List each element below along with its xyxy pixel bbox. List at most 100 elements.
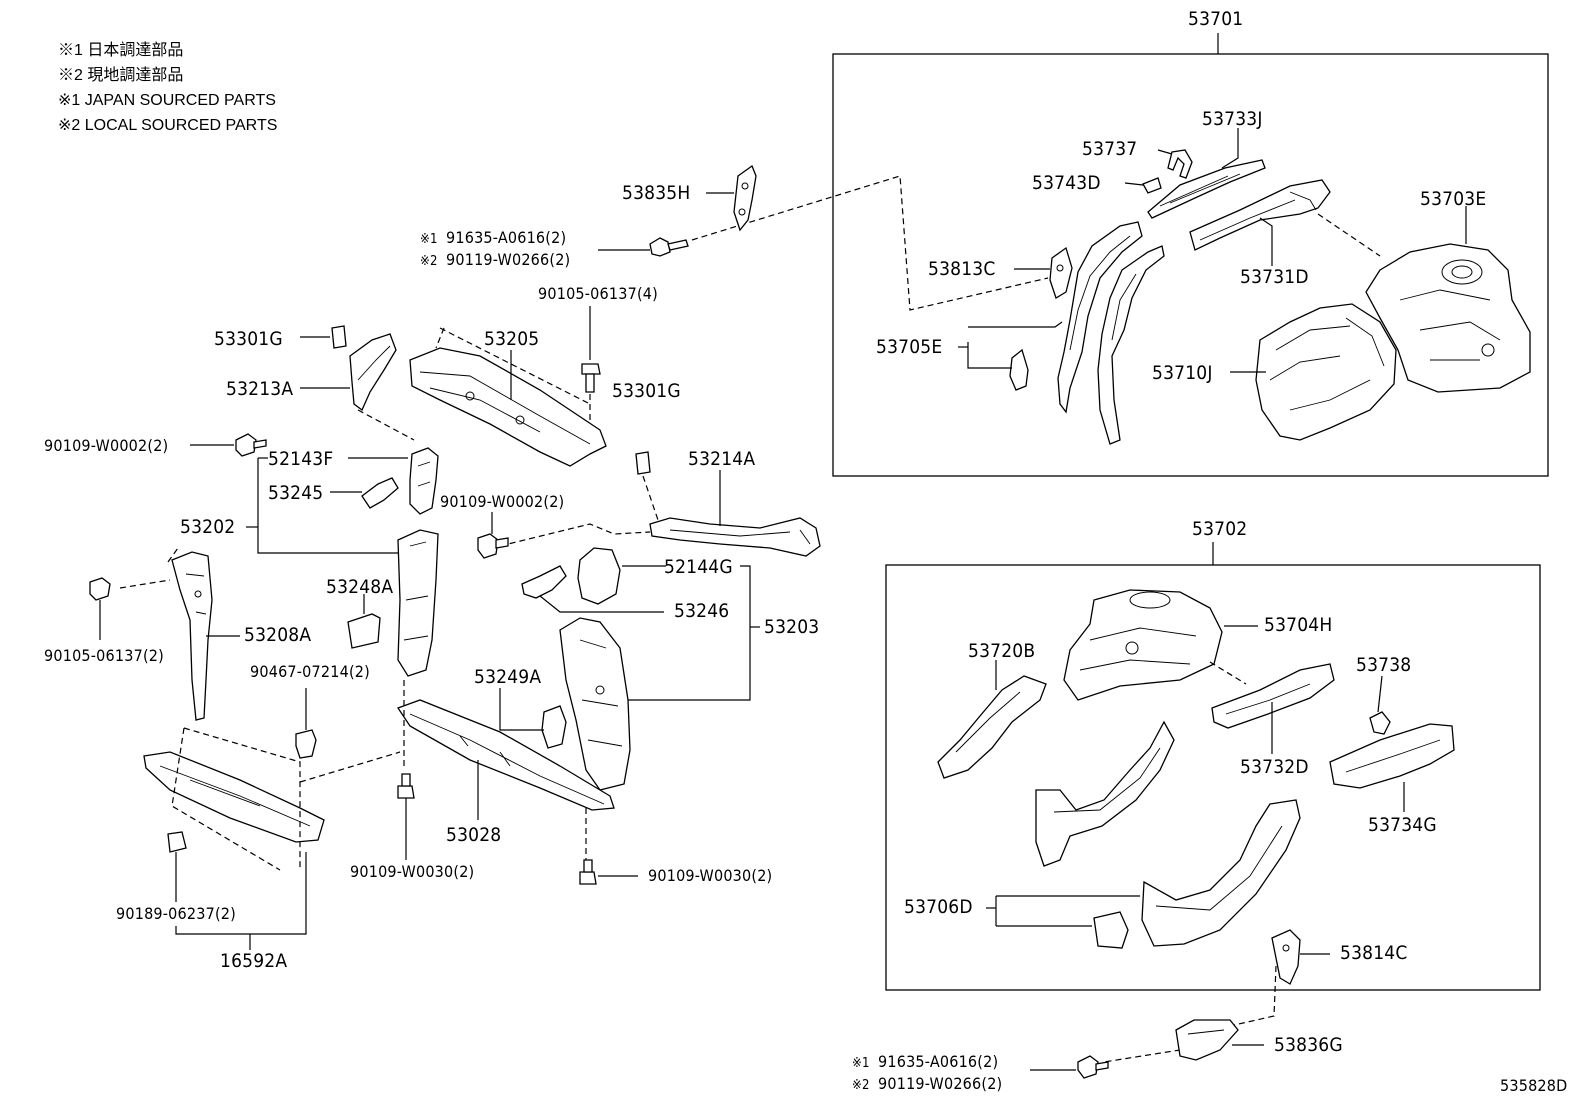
label-53213A: 53213A: [226, 378, 294, 400]
part-53202-reinf: [397, 529, 439, 677]
label-53813C: 53813C: [928, 258, 996, 280]
label-53706D: 53706D: [904, 896, 973, 918]
label-90109-a: 90109-W0002(2): [44, 436, 169, 455]
label-53214A: 53214A: [688, 448, 756, 470]
label-53733J: 53733J: [1202, 108, 1263, 130]
part-53706D-b: [1141, 799, 1301, 947]
label-53245: 53245: [268, 482, 324, 504]
part-53704H: [1063, 589, 1223, 701]
label-53738: 53738: [1356, 654, 1412, 676]
clip-90189: [167, 831, 187, 853]
part-53703E: [1365, 243, 1531, 393]
part-53301G-a: [331, 325, 347, 349]
part-52144G: [577, 547, 621, 605]
part-53835H: [733, 164, 757, 232]
part-53705E-b: [1097, 245, 1165, 445]
label-90109-b: 90109-W0002(2): [440, 492, 565, 511]
part-53710J: [1255, 303, 1397, 441]
legend-line-1: ※1 日本調達部品: [58, 42, 184, 59]
legend: ※1 日本調達部品 ※2 現地調達部品 ※1 JAPAN SOURCED PAR…: [58, 38, 277, 138]
label-90109-c: 90109-W0030(2): [350, 862, 475, 881]
label-53205: 53205: [484, 328, 540, 350]
label-90467: 90467-07214(2): [250, 662, 370, 681]
part-53248A: [347, 613, 381, 649]
label-91635-bot: 91635-A0616(2): [878, 1052, 999, 1071]
part-53705E-c: [1009, 348, 1029, 391]
clip-90467: [295, 729, 317, 759]
label-91635-top: 91635-A0616(2): [446, 228, 567, 247]
mark-90119-top: ※2: [420, 254, 438, 269]
part-53813C: [1049, 246, 1073, 299]
label-53246: 53246: [674, 600, 730, 622]
label-90119-bot: 90119-W0266(2): [878, 1074, 1003, 1093]
bolt-90109-d: [579, 859, 597, 885]
bolt-90105-left: [89, 577, 111, 601]
part-53208A: [171, 551, 213, 721]
label-53701: 53701: [1188, 8, 1244, 30]
label-53814C: 53814C: [1340, 942, 1408, 964]
part-53028: [397, 699, 615, 811]
diagram-id: 535828D: [1500, 1076, 1568, 1095]
label-53301G-a: 53301G: [214, 328, 283, 350]
part-53836G: [1175, 1019, 1239, 1061]
part-53301G-b: [635, 451, 651, 475]
part-53814C: [1271, 929, 1301, 985]
part-53733J: [1147, 159, 1266, 219]
label-53028: 53028: [446, 824, 502, 846]
bolt-91635-top: [649, 237, 689, 257]
part-53706D-a: [1035, 720, 1175, 867]
part-53738: [1369, 711, 1391, 735]
label-53705E: 53705E: [876, 336, 943, 358]
part-53731D: [1189, 179, 1331, 251]
part-53205: [409, 347, 607, 467]
part-53249A: [541, 705, 567, 749]
part-16592A: [143, 751, 325, 843]
label-53835H: 53835H: [622, 182, 691, 204]
part-53734G: [1329, 723, 1455, 789]
label-16592A: 16592A: [220, 950, 288, 972]
legend-line-3: ※1 JAPAN SOURCED PARTS: [58, 92, 276, 109]
label-90105-left: 90105-06137(2): [44, 646, 164, 665]
label-53737: 53737: [1082, 138, 1138, 160]
label-53710J: 53710J: [1152, 362, 1213, 384]
part-53705E-a: [1057, 221, 1143, 414]
part-53246: [521, 565, 567, 599]
label-90109-d: 90109-W0030(2): [648, 866, 773, 885]
label-53743D: 53743D: [1032, 172, 1101, 194]
label-53732D: 53732D: [1240, 756, 1309, 778]
bolt-90109-b: [477, 533, 509, 559]
bolt-90109-a: [235, 433, 267, 457]
label-52143F: 52143F: [268, 448, 334, 470]
part-53706D-c: [1093, 911, 1129, 949]
label-53731D: 53731D: [1240, 266, 1309, 288]
part-53203: [559, 617, 631, 791]
bolt-90109-c: [397, 773, 415, 799]
label-53301G-b: 53301G: [612, 380, 681, 402]
label-90119-top: 90119-W0266(2): [446, 250, 571, 269]
part-53245: [361, 477, 399, 509]
label-90105-top: 90105-06137(4): [538, 284, 658, 303]
label-53202: 53202: [180, 516, 236, 538]
bolt-90105-top: [581, 363, 601, 393]
label-53734G: 53734G: [1368, 814, 1437, 836]
label-53703E: 53703E: [1420, 188, 1487, 210]
label-53704H: 53704H: [1264, 614, 1333, 636]
bolt-91635-bot: [1077, 1055, 1109, 1079]
part-53737: [1167, 149, 1193, 179]
part-53213A: [349, 333, 397, 412]
group-box-53701: [832, 53, 1549, 477]
label-53248A: 53248A: [326, 576, 394, 598]
label-53720B: 53720B: [968, 640, 1036, 662]
legend-line-2: ※2 現地調達部品: [58, 67, 184, 84]
label-53249A: 53249A: [474, 666, 542, 688]
part-53732D: [1211, 663, 1335, 729]
mark-90119-bot: ※2: [852, 1078, 870, 1093]
mark-91635-top: ※1: [420, 232, 438, 247]
part-53720B: [937, 675, 1047, 779]
label-53836G: 53836G: [1274, 1034, 1343, 1056]
label-90189: 90189-06237(2): [116, 904, 236, 923]
part-53214A: [649, 517, 821, 557]
mark-91635-bot: ※1: [852, 1056, 870, 1071]
label-53208A: 53208A: [244, 624, 312, 646]
